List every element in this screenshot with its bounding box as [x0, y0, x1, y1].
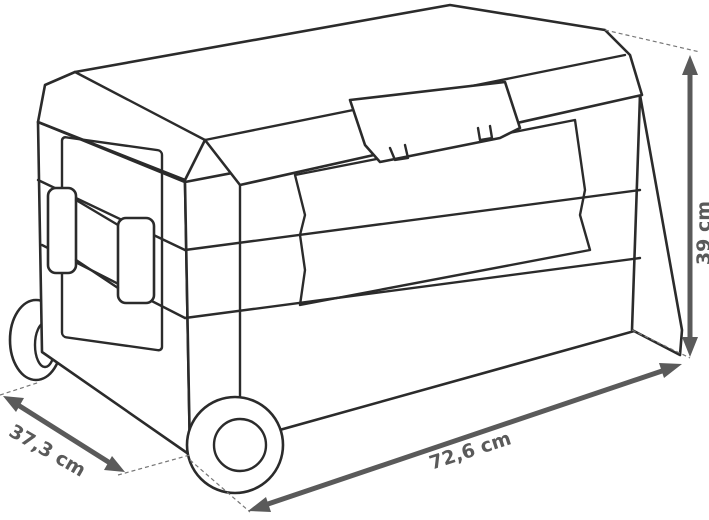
- lid-handle: [348, 80, 522, 164]
- height-arrow: [682, 55, 698, 357]
- cooler-body: [36, 93, 684, 457]
- height-label: 39 cm: [693, 200, 709, 266]
- front-wheel: [185, 395, 285, 495]
- length-arrow: [248, 363, 682, 512]
- side-handle: [46, 136, 164, 352]
- depth-arrow: [3, 396, 125, 472]
